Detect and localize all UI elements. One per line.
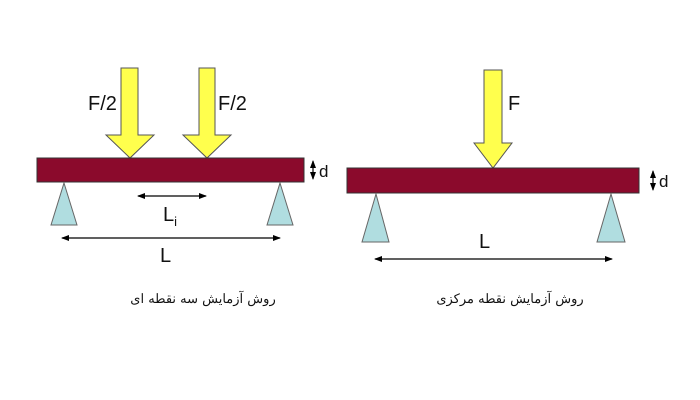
force-arrow-left	[104, 67, 156, 159]
beam	[346, 167, 640, 194]
inner-span-label: Li	[163, 204, 177, 229]
support-left	[361, 192, 390, 243]
force-arrow-right	[181, 67, 233, 159]
three-point-diagram: F/2 F/2 Li L d	[36, 67, 328, 267]
force-right-label: F/2	[218, 93, 247, 115]
beam	[36, 157, 305, 183]
force-arrow	[472, 69, 514, 169]
center-point-diagram: F L d	[346, 69, 668, 262]
span-label: L	[160, 245, 171, 267]
support-right	[596, 192, 626, 243]
thickness-label: d	[659, 172, 668, 191]
three-point-caption: روش آزمایش سه نقطه ای	[130, 292, 276, 307]
support-left	[50, 181, 78, 226]
center-point-caption: روش آزمایش نقطه مرکزی	[436, 292, 584, 307]
thickness-label: d	[319, 162, 328, 181]
span-label: L	[479, 231, 490, 253]
force-label: F	[508, 93, 520, 115]
support-right	[266, 181, 294, 226]
force-left-label: F/2	[88, 93, 117, 115]
